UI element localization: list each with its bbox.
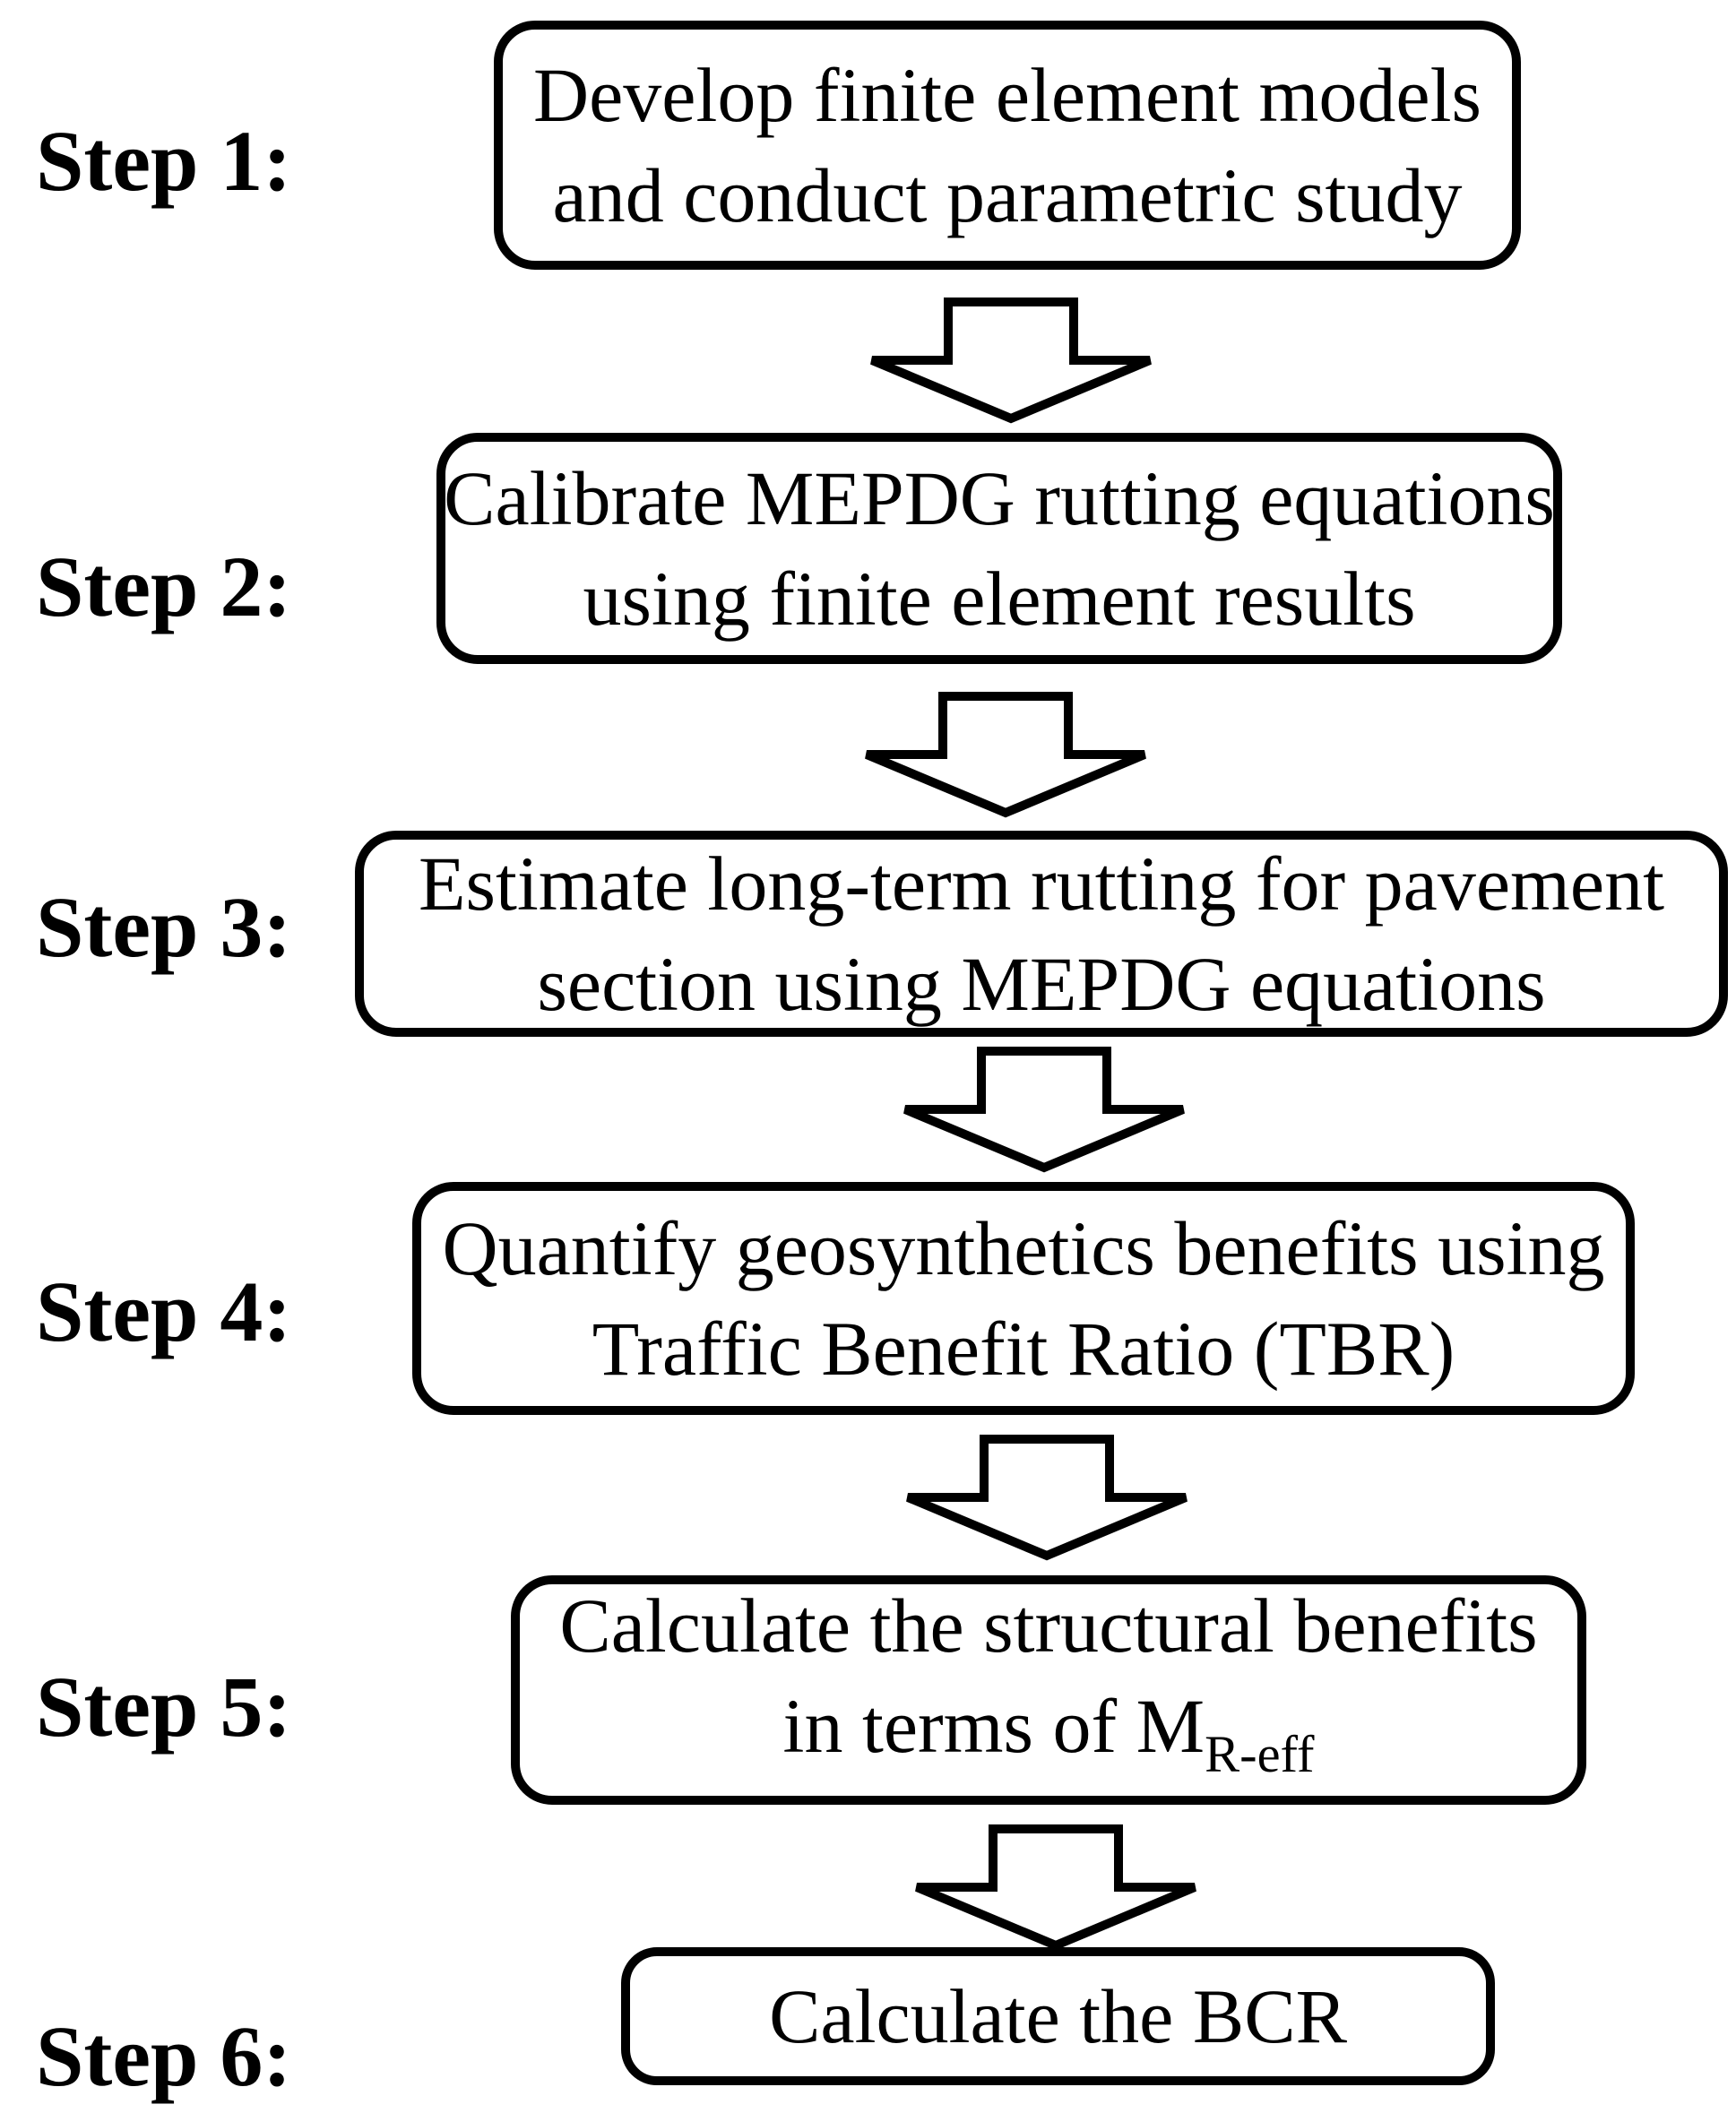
step-6-label: Step 6: <box>36 2008 292 2104</box>
step-6-box: Calculate the BCR <box>621 1947 1495 2085</box>
box-text-line: Calculate the BCR <box>769 1973 1347 2059</box>
down-block-arrow-icon <box>906 1435 1188 1561</box>
box-text-line: Quantify geosynthetics benefits using <box>442 1205 1605 1291</box>
box-text-line: using finite element results <box>583 556 1416 642</box>
box-text-line: section using MEPDG equations <box>537 941 1546 1027</box>
step-4-label: Step 4: <box>36 1263 292 1359</box>
box-text-line: Estimate long-term rutting for pavement <box>419 841 1664 927</box>
box-text-segment: in terms of M <box>782 1682 1205 1769</box>
step-3-box: Estimate long-term rutting for pavement … <box>355 831 1728 1037</box>
subscript-text: R-eff <box>1205 1725 1315 1784</box>
box-text-line: Calculate the structural benefits <box>559 1582 1538 1669</box>
box-text-line: Traffic Benefit Ratio (TBR) <box>592 1306 1455 1392</box>
step-1-label: Step 1: <box>36 113 292 209</box>
step-5-box: Calculate the structural benefits in ter… <box>511 1575 1586 1805</box>
box-text-line: and conduct parametric study <box>552 152 1463 238</box>
down-block-arrow-icon <box>915 1824 1196 1951</box>
box-text-line: in terms of MR-eff <box>783 1676 1315 1805</box>
step-5-label: Step 5: <box>36 1659 292 1755</box>
box-text-line: Develop finite element models <box>533 52 1481 138</box>
step-3-label: Step 3: <box>36 879 292 975</box>
box-text-line: Calibrate MEPDG rutting equations <box>444 455 1555 541</box>
down-block-arrow-icon <box>903 1047 1185 1173</box>
down-block-arrow-icon <box>865 692 1146 818</box>
step-2-label: Step 2: <box>36 539 292 634</box>
step-1-box: Develop finite element models and conduc… <box>494 21 1521 270</box>
step-4-box: Quantify geosynthetics benefits using Tr… <box>412 1182 1635 1415</box>
step-2-box: Calibrate MEPDG rutting equations using … <box>436 433 1562 664</box>
down-block-arrow-icon <box>870 298 1152 424</box>
